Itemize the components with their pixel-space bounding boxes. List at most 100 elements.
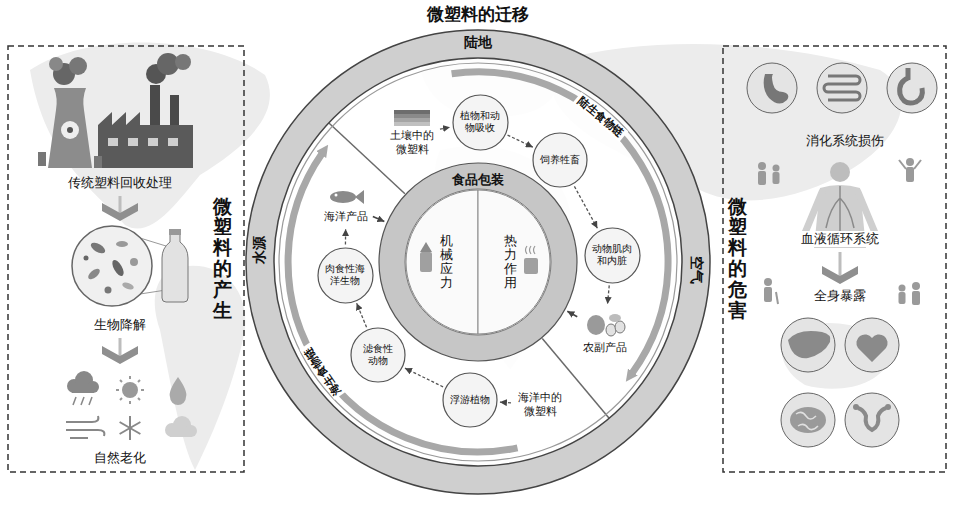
process-step: 生物降解 <box>35 222 205 336</box>
biodegradation <box>72 226 188 306</box>
illustration-part <box>120 422 141 434</box>
illustration-part <box>67 127 73 133</box>
node-label: 生物降解 <box>94 317 146 333</box>
flow-arrow <box>608 285 610 304</box>
illustration-part <box>61 121 79 139</box>
illustration-part <box>788 331 830 358</box>
node-label: 机械应力 <box>440 234 453 291</box>
illustration-part <box>108 138 118 146</box>
illustration-part <box>84 256 89 261</box>
illustration-part <box>116 376 144 404</box>
illustration-part <box>69 57 87 75</box>
node-label: 传统塑料回收处理 <box>68 175 172 191</box>
illustration-part <box>120 398 122 400</box>
flow-arrow <box>119 338 122 363</box>
illustration-part <box>824 76 860 100</box>
outline-part <box>443 373 497 427</box>
illustration-part <box>66 416 98 422</box>
illustration-part <box>168 138 178 146</box>
node-label: 植物和动物吸收 <box>459 110 501 135</box>
illustration-part <box>885 404 891 410</box>
illustration-part <box>899 292 906 304</box>
flow-arrow <box>839 252 842 283</box>
node-outline <box>722 45 947 473</box>
node-outline <box>7 45 245 473</box>
illustration-part <box>121 281 134 291</box>
illustration-part <box>66 430 104 436</box>
node-label: 土壤中的微塑料 <box>389 129 435 157</box>
illustration-part <box>38 152 46 166</box>
outline-part <box>406 190 478 334</box>
illustration-part <box>94 156 102 168</box>
illustration-part <box>776 292 778 304</box>
illustration-part <box>856 334 887 362</box>
illustration-part <box>116 389 119 391</box>
illustration-part <box>899 160 906 169</box>
node-label: 动物肌肉和内脏 <box>591 243 633 268</box>
node-label: 浮游植物 <box>449 394 491 407</box>
illustration-part <box>81 397 84 405</box>
illustration-part <box>72 226 152 306</box>
illustration-part <box>858 408 886 430</box>
illustration-part <box>606 324 616 336</box>
outline-part <box>420 242 432 252</box>
node-label: 饲养牲畜 <box>539 154 581 167</box>
process-step: 农副产品 <box>579 306 631 358</box>
process-circle: 肉食性海洋生物 <box>317 247 374 304</box>
illustration-part <box>845 318 899 372</box>
flow-arrow <box>574 186 597 228</box>
illustration-part <box>170 429 192 437</box>
seafood <box>330 190 364 204</box>
flow-arrow <box>567 311 577 316</box>
illustration-part <box>175 54 191 70</box>
factory <box>38 53 193 168</box>
migration-ring: 陆地空气水源土壤中的微塑料植物和动物吸收饲养牲畜动物肌肉和内脏农副产品食品包装机… <box>245 29 711 495</box>
arc-label: 海生食物链 <box>299 342 345 400</box>
process-circle: 动物肌肉和内脏 <box>584 227 641 284</box>
outline-part <box>478 190 550 334</box>
illustration-part <box>120 422 141 434</box>
process-step: 海洋产品 <box>321 183 371 227</box>
node-label: 农副产品 <box>583 341 627 355</box>
illustration-part <box>394 122 430 126</box>
illustration-part <box>609 314 621 322</box>
outline-part <box>723 46 946 472</box>
illustration-part <box>148 138 158 146</box>
node-label: 海洋产品 <box>324 210 368 224</box>
process-step: 血液循环系统 <box>775 158 905 250</box>
illustration-part <box>906 167 914 182</box>
illustration-part <box>150 85 160 125</box>
illustration-part <box>394 118 430 122</box>
people <box>758 158 921 305</box>
illustration-part <box>170 377 187 405</box>
node-label: 滤食性动物 <box>362 343 394 368</box>
illustration-part <box>129 376 131 379</box>
illustration-part <box>122 382 138 398</box>
node-label: 热力作用 <box>504 234 517 291</box>
illustration-part <box>781 393 835 447</box>
node-label: 空气 <box>687 256 705 284</box>
node-label: 肉食性海洋生物 <box>324 263 366 288</box>
illustration-part <box>758 171 766 185</box>
illustration-part <box>747 63 797 113</box>
process-step: 自然老化 <box>35 365 205 469</box>
illustration-part <box>335 194 338 197</box>
illustration-part <box>141 389 144 391</box>
illustration-part <box>764 287 772 302</box>
section-panel: 微塑料的危害消化系统损伤血液循环系统全身暴露 <box>722 45 947 473</box>
flow-arrow <box>345 229 347 245</box>
weathering <box>66 371 197 440</box>
node-label: 陆地 <box>464 34 492 52</box>
process-step: 全身暴露 <box>775 285 905 470</box>
node-label: 微塑料的危害 <box>728 196 747 321</box>
half-disc: 热力作用 <box>478 190 550 334</box>
process-step: 土壤中的微塑料 <box>386 108 438 160</box>
illustration-part <box>110 258 126 278</box>
node-label: 微塑料的产生 <box>213 196 232 321</box>
illustration-part <box>130 258 138 266</box>
illustration-part <box>116 241 128 247</box>
packaging-circle: 食品包装机械应力热力作用 <box>378 162 578 362</box>
food-chain-arc <box>288 72 668 452</box>
illustration-part <box>89 397 92 405</box>
process-step: 传统塑料回收处理 <box>35 52 205 194</box>
